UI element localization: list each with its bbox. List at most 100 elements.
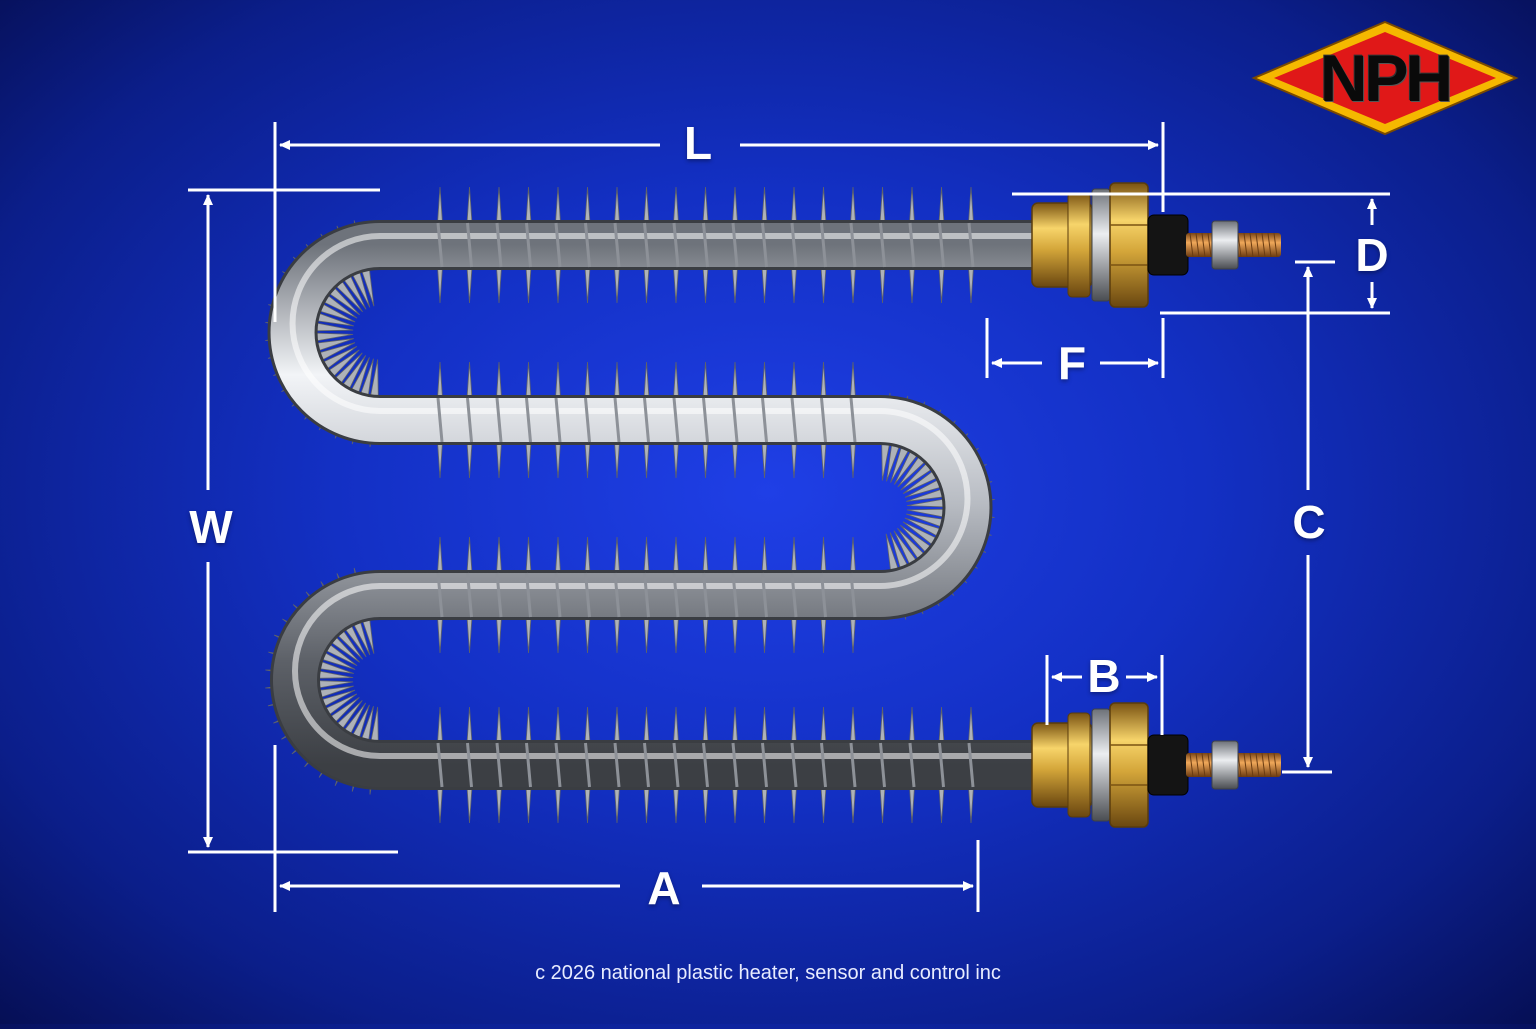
thread (1273, 232, 1278, 258)
thread (1273, 752, 1278, 778)
fin-ring (702, 572, 709, 618)
fin-ring (613, 222, 621, 268)
fin-ring (436, 397, 444, 443)
fin-ring (879, 222, 886, 268)
fin-ring (613, 397, 621, 443)
logo-diamond (1251, 20, 1519, 136)
fin-ring (554, 222, 562, 268)
terminal-assemblies (1031, 182, 1281, 828)
nph-logo: NPH (1250, 18, 1520, 138)
fin-ring (643, 222, 650, 268)
fin-ring (436, 572, 444, 618)
tube-highlight (289, 233, 1040, 759)
dimension-label-c: C (1292, 496, 1326, 548)
dimension-label-l: L (683, 117, 713, 169)
fin-ring (495, 742, 503, 788)
fin-ring (495, 397, 503, 443)
fin-ring (466, 572, 473, 618)
fin-ring (672, 222, 680, 268)
fin-ring (672, 742, 680, 788)
hex-nut (1109, 702, 1149, 828)
thread (1267, 232, 1272, 258)
thread (1243, 232, 1248, 258)
fin-ring (731, 222, 739, 268)
fin-ring (967, 222, 975, 268)
ceramic-insulator (1147, 214, 1189, 276)
stud-nut (1211, 740, 1239, 790)
thread (1195, 752, 1200, 778)
fin-ring (849, 397, 857, 443)
terminal-1 (1031, 182, 1281, 308)
fin-ring (849, 742, 857, 788)
fin-ring (967, 742, 975, 788)
fin-ring (761, 222, 768, 268)
fin-ring (790, 397, 798, 443)
fin-ring (643, 397, 650, 443)
fin-ring (820, 572, 827, 618)
dimension-label-b: B (1087, 650, 1121, 702)
fin-ring (554, 572, 562, 618)
fin-ring (761, 572, 768, 618)
fin-ring (466, 397, 473, 443)
fin-ring (525, 572, 532, 618)
stud-nut (1211, 220, 1239, 270)
dimension-label-f: F (1057, 337, 1087, 389)
fin-ring (908, 742, 916, 788)
thread (1261, 752, 1266, 778)
fin-ring (672, 572, 680, 618)
brass-collar (1067, 712, 1091, 818)
fin-ring-group-1 (436, 222, 975, 268)
thread (1255, 752, 1260, 778)
thread (1189, 232, 1194, 258)
logo-text: NPH (1319, 41, 1453, 115)
fin-ring (466, 222, 473, 268)
fin-ring (584, 572, 591, 618)
fin-ring (879, 742, 886, 788)
fin-ring (643, 742, 650, 788)
thread (1243, 752, 1248, 778)
fin-ring (849, 572, 857, 618)
fin-ring (820, 222, 827, 268)
fin-ring (938, 222, 945, 268)
thread (1201, 752, 1206, 778)
thread (1249, 232, 1254, 258)
thread (1249, 752, 1254, 778)
thread (1255, 232, 1260, 258)
fin-ring (702, 222, 709, 268)
fin-ring (820, 397, 827, 443)
fin-ring (790, 742, 798, 788)
fin-ring-group-4 (436, 742, 975, 788)
fin-ring (584, 742, 591, 788)
brass-collar (1067, 192, 1091, 298)
fin-ring (790, 222, 798, 268)
washer (1091, 188, 1111, 302)
fin-ring-group-2 (436, 397, 857, 443)
fin-ring (584, 397, 591, 443)
fin-ring (702, 397, 709, 443)
thread (1189, 752, 1194, 778)
copyright-text: c 2026 national plastic heater, sensor a… (535, 962, 1001, 984)
fin-ring (436, 222, 444, 268)
fin-ring (643, 572, 650, 618)
fin-ring (731, 742, 739, 788)
fin-ring (731, 572, 739, 618)
thread (1261, 232, 1266, 258)
fin-ring (495, 572, 503, 618)
dimension-label-w: W (189, 501, 233, 553)
fin-ring (525, 397, 532, 443)
fin-ring (466, 742, 473, 788)
thread (1201, 232, 1206, 258)
fin-ring (613, 742, 621, 788)
thread (1267, 752, 1272, 778)
dimension-label-d: D (1355, 229, 1389, 281)
hex-nut (1109, 182, 1149, 308)
thread (1195, 232, 1200, 258)
fin-ring (761, 397, 768, 443)
fin-ring (525, 222, 532, 268)
thread (1207, 752, 1212, 778)
heater-element (265, 186, 1040, 824)
fin-ring (584, 222, 591, 268)
ceramic-insulator (1147, 734, 1189, 796)
